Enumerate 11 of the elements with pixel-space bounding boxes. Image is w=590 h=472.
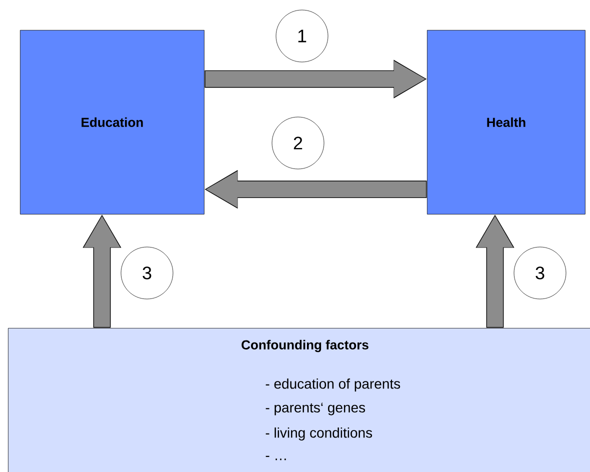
list-item: - parents‘ genes bbox=[266, 402, 366, 416]
callout-number: 3 bbox=[514, 246, 566, 300]
callout-number: 1 bbox=[276, 10, 328, 62]
box-heading: Confounding factors bbox=[242, 340, 368, 352]
concept-box: Education bbox=[20, 30, 204, 214]
list-item: - living conditions bbox=[266, 427, 372, 441]
concept-box: Health bbox=[427, 30, 586, 214]
callout-number: 3 bbox=[120, 246, 174, 300]
callout-number: 2 bbox=[272, 116, 324, 170]
list-item: - … bbox=[266, 456, 286, 460]
list-item: - education of parents bbox=[266, 378, 400, 392]
